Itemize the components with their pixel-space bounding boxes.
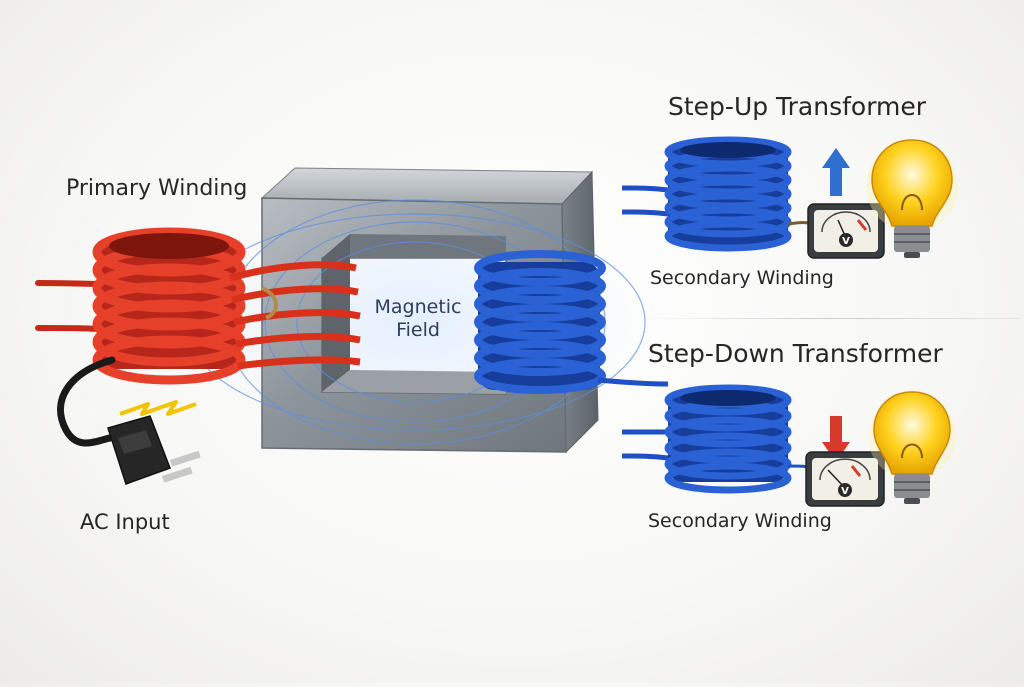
primary-coil — [92, 227, 246, 385]
section-divider — [640, 318, 1020, 319]
primary-winding-on-core — [229, 261, 361, 370]
step-down-module: V — [621, 384, 956, 507]
arrow-down-icon — [822, 416, 850, 462]
magnetic-field-label-line1: Magnetic — [374, 296, 462, 318]
lightning-icon — [119, 400, 197, 416]
step-up-module: V — [621, 136, 958, 259]
step-down-title: Step-Down Transformer — [648, 339, 943, 368]
step-down-secondary-coil — [664, 384, 792, 494]
step-up-secondary-label: Secondary Winding — [650, 267, 834, 289]
secondary-winding-on-core — [474, 250, 669, 394]
magnetic-field-label: Magnetic Field — [368, 296, 468, 342]
magnetic-field-label-line2: Field — [396, 319, 440, 341]
meter-symbol: V — [842, 236, 850, 247]
voltmeter-icon: V — [807, 203, 885, 259]
light-bulb-icon — [868, 391, 956, 504]
meter-symbol: V — [841, 486, 849, 497]
step-up-title: Step-Up Transformer — [668, 92, 927, 121]
ac-plug — [57, 356, 201, 485]
step-up-secondary-coil — [664, 136, 792, 252]
power-plug-icon — [107, 415, 171, 485]
primary-winding-label: Primary Winding — [66, 176, 248, 201]
ac-input-label: AC Input — [80, 510, 170, 534]
arrow-up-icon — [822, 148, 850, 196]
voltmeter-icon: V — [805, 451, 885, 507]
light-bulb-icon — [866, 139, 958, 258]
step-down-secondary-label: Secondary Winding — [648, 510, 832, 532]
